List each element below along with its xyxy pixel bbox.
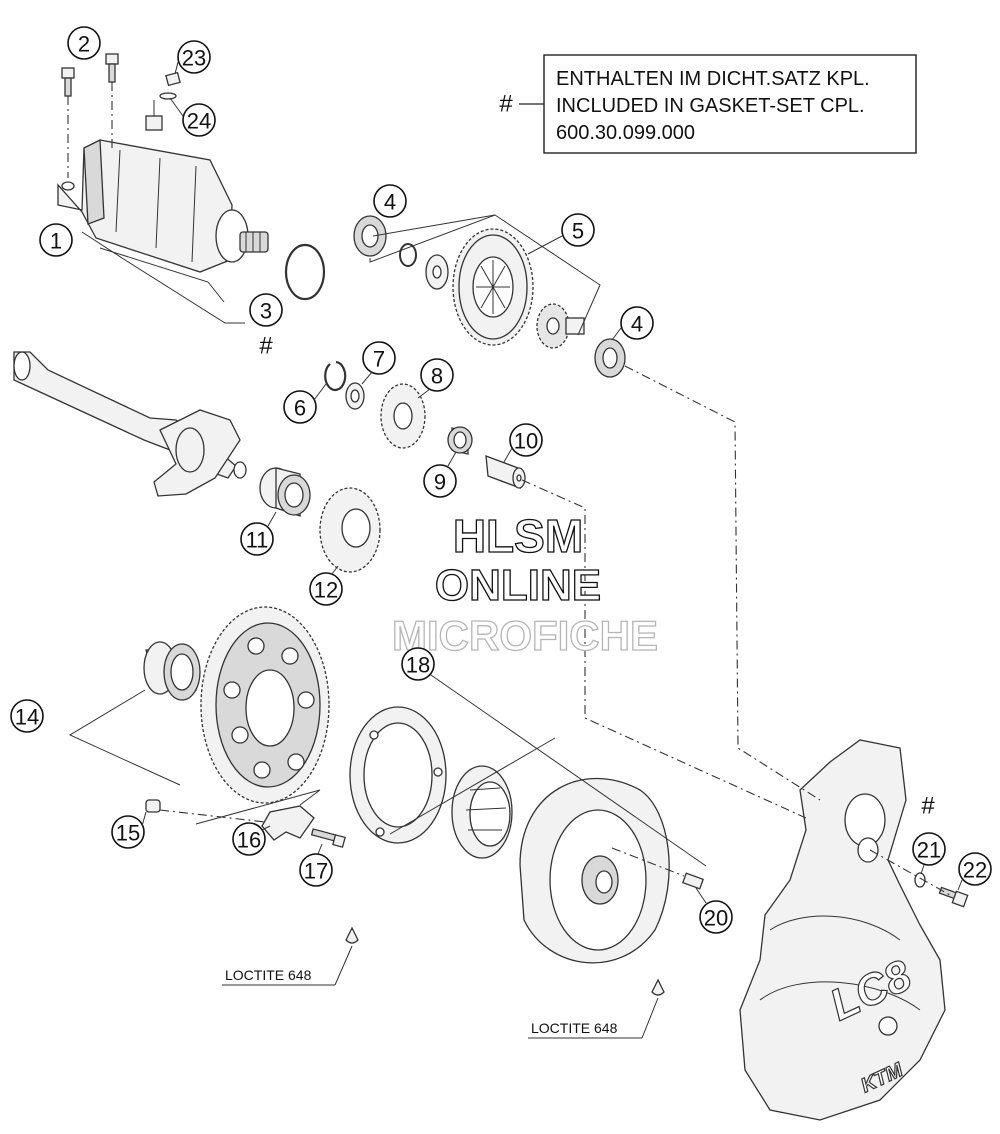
svg-text:8: 8 — [431, 364, 443, 389]
gear-8 — [380, 383, 426, 449]
loctite-drop-right — [528, 978, 665, 1039]
callout-part-14[interactable]: 14 — [10, 699, 44, 733]
terminal-nut — [165, 71, 181, 87]
callout-part-24[interactable]: 24 — [182, 103, 216, 137]
svg-text:9: 9 — [434, 470, 446, 495]
gasket-hash-washer: # — [921, 793, 935, 820]
svg-text:7: 7 — [373, 347, 385, 372]
svg-text:14: 14 — [15, 705, 39, 730]
starter-screw-a — [61, 67, 75, 178]
terminal-washer — [159, 92, 177, 100]
needle-bearing-9 — [447, 426, 473, 455]
svg-text:21: 21 — [917, 838, 941, 863]
ball-bearing-upper-right — [594, 338, 626, 378]
pinion-gear — [536, 303, 585, 349]
note-part-number: 600.30.099.000 — [556, 122, 695, 144]
callout-part-15[interactable]: 15 — [111, 815, 145, 849]
screw-20 — [611, 847, 705, 890]
svg-text:17: 17 — [304, 859, 328, 884]
callout-part-12[interactable]: 12 — [309, 572, 343, 606]
callout-part-2[interactable]: 2 — [67, 26, 101, 60]
svg-text:6: 6 — [294, 396, 306, 421]
bushing-15 — [145, 799, 161, 813]
callout-part-4-upper[interactable]: 4 — [373, 184, 407, 218]
callout-part-18[interactable]: 18 — [401, 647, 435, 681]
watermark-line-2: ONLINE — [435, 561, 601, 610]
washer-21 — [914, 872, 926, 888]
note-line-german: ENTHALTEN IM DICHT.SATZ KPL. — [556, 68, 870, 90]
gasket-hash-o-ring: # — [259, 333, 273, 360]
watermark-line-1: HLSM — [453, 510, 583, 562]
svg-text:10: 10 — [514, 429, 538, 454]
idler-gear-large — [452, 228, 534, 346]
callout-part-3[interactable]: 3 — [249, 293, 283, 327]
ball-bearing-upper-left — [353, 215, 387, 257]
watermark-line-3: MICROFICHE — [392, 612, 658, 659]
svg-text:12: 12 — [314, 578, 338, 603]
o-ring — [284, 243, 326, 301]
svg-text:24: 24 — [187, 109, 211, 134]
callout-part-1[interactable]: 1 — [39, 223, 73, 257]
svg-text:22: 22 — [963, 858, 987, 883]
callout-part-6[interactable]: 6 — [283, 390, 317, 424]
starter-screw-b — [105, 53, 119, 150]
screw-17 — [310, 828, 346, 848]
svg-text:1: 1 — [50, 229, 62, 254]
leader-group-starter — [81, 231, 245, 324]
callout-part-8[interactable]: 8 — [420, 358, 454, 392]
freewheel-housing — [349, 706, 447, 844]
svg-text:4: 4 — [631, 312, 643, 337]
callout-part-10[interactable]: 10 — [509, 423, 543, 457]
loctite-drop-left — [222, 926, 359, 986]
assembly-line-shaft-to-cover — [521, 479, 807, 819]
ignition-cover: LC8 KTM — [739, 739, 946, 1121]
watermark: HLSM ONLINE MICROFICHE — [391, 509, 658, 659]
leader-group-freewheel — [417, 665, 707, 867]
callout-part-22[interactable]: 22 — [958, 852, 992, 886]
circlip-6 — [324, 360, 347, 392]
callout-part-9[interactable]: 9 — [423, 464, 457, 498]
note-line-english: INCLUDED IN GASKET-SET CPL. — [556, 95, 865, 117]
svg-text:2: 2 — [78, 32, 90, 57]
svg-text:23: 23 — [182, 46, 206, 71]
assembly-line-bearing-to-cover — [624, 365, 821, 801]
svg-text:15: 15 — [116, 821, 140, 846]
callout-part-5[interactable]: 5 — [561, 213, 595, 247]
note-hash-symbol: # — [499, 91, 513, 118]
svg-text:4: 4 — [384, 190, 396, 215]
callout-part-17[interactable]: 17 — [299, 853, 333, 887]
callout-part-11[interactable]: 11 — [240, 522, 274, 556]
crankshaft — [13, 351, 247, 497]
loctite-label-right: LOCTITE 648 — [531, 1020, 618, 1036]
gasket-set-note: # ENTHALTEN IM DICHT.SATZ KPL. INCLUDED … — [499, 54, 917, 154]
svg-text:11: 11 — [246, 528, 269, 553]
starter-motor — [57, 100, 269, 273]
svg-text:20: 20 — [704, 906, 728, 931]
svg-text:16: 16 — [237, 828, 261, 853]
ring-gear-14 — [200, 606, 330, 804]
svg-text:18: 18 — [406, 653, 430, 678]
shaft-10 — [485, 455, 526, 489]
leader-group-gear14 — [68, 689, 181, 786]
needle-bearing-14 — [143, 641, 201, 701]
flywheel-rotor — [519, 777, 670, 964]
thrust-washer-upper — [425, 254, 449, 290]
washer-7 — [345, 382, 365, 410]
circlip-upper — [399, 243, 417, 267]
callout-part-23[interactable]: 23 — [177, 40, 211, 74]
callout-part-4-lower[interactable]: 4 — [620, 306, 654, 340]
loctite-label-left: LOCTITE 648 — [225, 967, 312, 983]
gear-12 — [319, 487, 381, 573]
callout-part-20[interactable]: 20 — [699, 900, 733, 934]
svg-text:5: 5 — [572, 219, 584, 244]
screw-22 — [938, 886, 969, 908]
callout-part-16[interactable]: 16 — [232, 822, 266, 856]
callout-part-7[interactable]: 7 — [362, 341, 396, 375]
callout-part-21[interactable]: 21 — [912, 832, 946, 866]
lever-16 — [261, 805, 315, 841]
svg-text:3: 3 — [260, 299, 272, 324]
sprag-clutch — [451, 765, 513, 859]
needle-bearing-11 — [259, 467, 311, 517]
